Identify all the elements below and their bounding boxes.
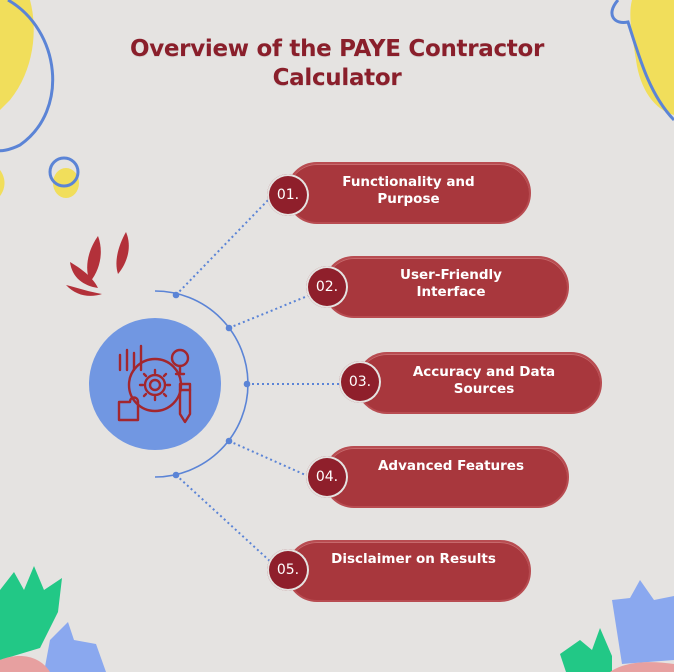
- yellow-drop: [53, 168, 79, 198]
- data-gear-puzzle-icon: [117, 344, 192, 424]
- item-number-badge-01: 01.: [267, 174, 309, 216]
- pink-blob-bottom-right: [610, 662, 674, 672]
- connectors: [175, 195, 340, 564]
- item-card-03: Accuracy and Data Sources: [356, 352, 602, 414]
- item-label-03: Accuracy and Data Sources: [412, 364, 556, 397]
- periwinkle-leaf-bottom-left: [44, 622, 106, 672]
- item-label-05: Disclaimer on Results: [331, 551, 496, 567]
- item-number-badge-05: 05.: [267, 549, 309, 591]
- yellow-blob-top-right: [630, 0, 674, 115]
- periwinkle-leaf-bottom-right: [612, 580, 674, 664]
- red-splash-4: [66, 285, 102, 296]
- blue-loop-top-right: [610, 0, 674, 122]
- item-card-01: Functionality and Purpose: [286, 162, 531, 224]
- green-leaf-bottom-right: [560, 628, 612, 672]
- connector-05: [175, 474, 273, 564]
- node-dot-05: [172, 471, 180, 479]
- red-splash-1: [87, 236, 101, 282]
- node-dot-04: [225, 437, 233, 445]
- pink-blob-bottom-left: [0, 656, 50, 672]
- yellow-blob-top-left: [0, 0, 34, 110]
- item-label-04: Advanced Features: [377, 458, 524, 474]
- red-splash-3: [70, 262, 98, 288]
- green-leaf-bottom-left: [0, 566, 62, 660]
- blue-arc-top-left: [0, 0, 55, 153]
- item-card-02: User-Friendly Interface: [323, 256, 569, 318]
- connector-04: [228, 440, 311, 478]
- item-label-01: Functionality and Purpose: [342, 174, 475, 207]
- page-title: Overview of the PAYE Contractor Calculat…: [129, 36, 545, 91]
- connector-02: [228, 294, 311, 329]
- node-dot-01: [172, 291, 180, 299]
- item-number-badge-02: 02.: [306, 266, 348, 308]
- yellow-sliver-left: [0, 170, 5, 196]
- hub-circle: [89, 318, 221, 450]
- item-card-04: Advanced Features: [323, 446, 569, 508]
- item-label-02: User-Friendly Interface: [400, 267, 502, 300]
- item-number-badge-03: 03.: [339, 361, 381, 403]
- node-dot-03: [243, 380, 251, 388]
- node-dot-02: [225, 324, 233, 332]
- item-card-05: Disclaimer on Results: [286, 540, 531, 602]
- connector-01: [175, 195, 273, 296]
- red-splash-2: [116, 232, 129, 274]
- item-number-badge-04: 04.: [306, 456, 348, 498]
- blue-ring-small: [48, 156, 80, 188]
